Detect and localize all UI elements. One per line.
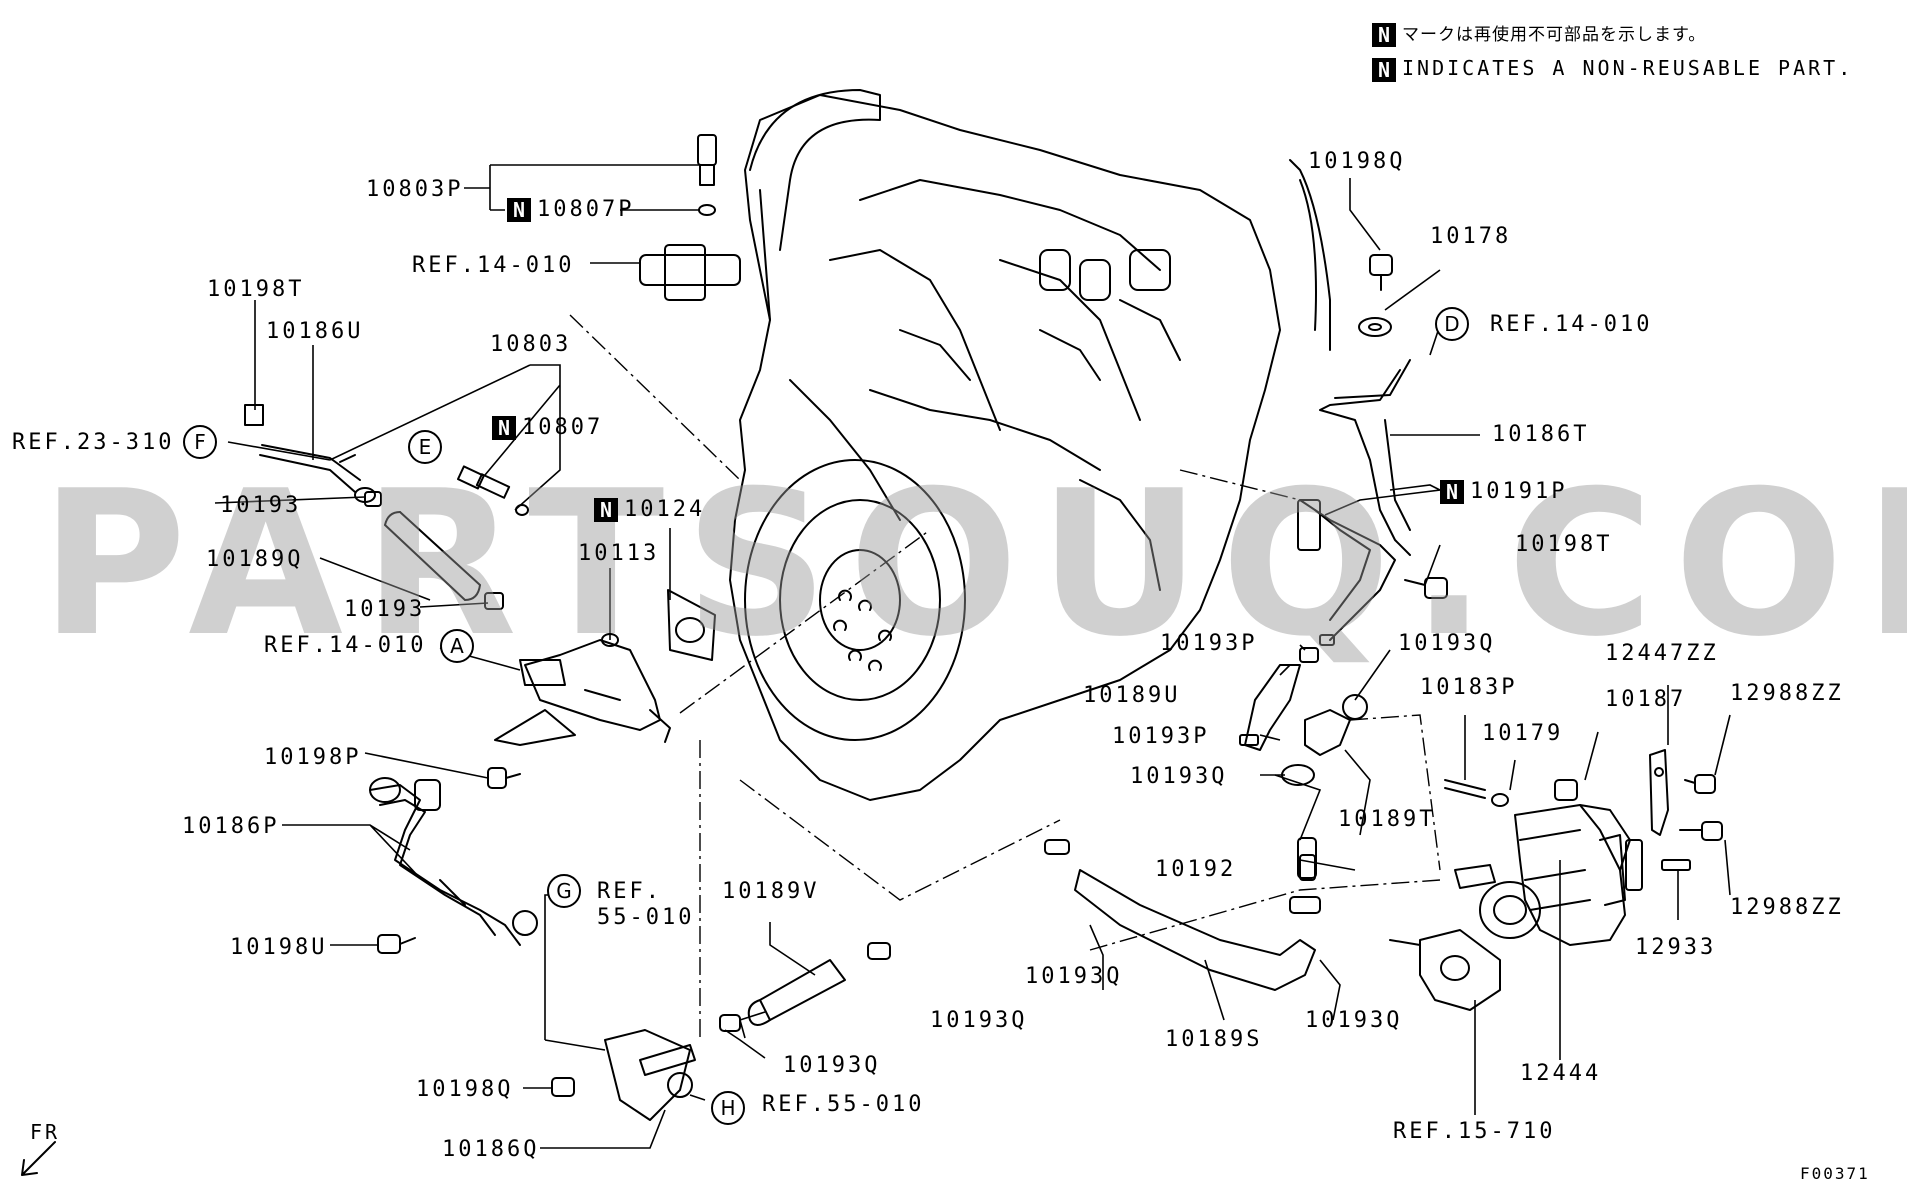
- label-10193q-c[interactable]: 10193Q: [1398, 631, 1496, 656]
- label-10193q-d[interactable]: 10193Q: [1130, 764, 1228, 789]
- label-10803[interactable]: 10803: [490, 332, 572, 357]
- hose-10189s: [1074, 869, 1316, 991]
- label-ref-55-010-g-2[interactable]: 55-010: [597, 905, 695, 930]
- bracket-12447zz: [1649, 749, 1669, 836]
- callout-d[interactable]: D: [1435, 307, 1469, 341]
- bolt-10198q-top: [1358, 254, 1393, 337]
- non-reusable-badge: N: [594, 498, 618, 522]
- pipe-10186t: [1297, 359, 1411, 641]
- label-10198u[interactable]: 10198U: [230, 935, 328, 960]
- bolt-10198p: [487, 767, 521, 789]
- label-12988zz-b[interactable]: 12988ZZ: [1730, 895, 1844, 920]
- label-ref-14-010-d[interactable]: REF.14-010: [1490, 312, 1653, 337]
- label-10189u[interactable]: 10189U: [1083, 683, 1181, 708]
- stud-12933: [1661, 859, 1691, 871]
- callout-h[interactable]: H: [711, 1091, 745, 1125]
- label-10178[interactable]: 10178: [1430, 224, 1512, 249]
- label-10179[interactable]: 10179: [1482, 721, 1564, 746]
- egr-cooler-12444: [1454, 804, 1643, 946]
- label-12933[interactable]: 12933: [1635, 935, 1717, 960]
- bolts-12988zz: [1679, 774, 1723, 841]
- label-10186t[interactable]: 10186T: [1492, 422, 1590, 447]
- label-10198q-left[interactable]: 10198Q: [416, 1077, 514, 1102]
- label-10183p[interactable]: 10183P: [1420, 675, 1518, 700]
- label-ref-55-010-g-1[interactable]: REF.: [597, 879, 662, 904]
- label-10193-a[interactable]: 10193: [220, 493, 302, 518]
- leader-lines: [214, 164, 1731, 1149]
- label-10198t-right[interactable]: 10198T: [1515, 532, 1613, 557]
- pipe-10192: [1297, 837, 1317, 881]
- label-10193q-f[interactable]: 10193Q: [1305, 1008, 1403, 1033]
- hose-10189v: [747, 959, 846, 1026]
- label-10189v[interactable]: 10189V: [722, 879, 820, 904]
- gasket-10124: [667, 589, 716, 661]
- label-10113[interactable]: 10113: [578, 541, 660, 566]
- callout-g[interactable]: G: [547, 874, 581, 908]
- label-10186q[interactable]: 10186Q: [442, 1137, 540, 1162]
- flange-ref-15-710: [1389, 929, 1501, 1011]
- watermark: PARTSOUQ.COM: [40, 448, 1907, 681]
- figure-code: F00371: [1800, 1164, 1870, 1183]
- label-10192[interactable]: 10192: [1155, 857, 1237, 882]
- non-reusable-badge: N: [492, 416, 516, 440]
- label-10198p[interactable]: 10198P: [264, 745, 362, 770]
- non-reusable-badge: N: [1440, 480, 1464, 504]
- label-10189t[interactable]: 10189T: [1338, 807, 1436, 832]
- bolts-right-cluster: [1444, 779, 1578, 807]
- label-10198t-left[interactable]: 10198T: [207, 277, 305, 302]
- label-ref-55-010-h[interactable]: REF.55-010: [762, 1092, 925, 1117]
- label-10193-b[interactable]: 10193: [344, 597, 426, 622]
- fitting-top-ref: [639, 244, 741, 301]
- label-ref-14-010-a[interactable]: REF.14-010: [264, 633, 427, 658]
- pipe-10186p: [369, 777, 538, 946]
- label-10198q-top[interactable]: 10198Q: [1308, 149, 1406, 174]
- label-10193p-a[interactable]: 10193P: [1160, 631, 1258, 656]
- dash-lines: [569, 314, 1441, 1040]
- hose-10189t: [1304, 709, 1351, 756]
- sensor-10803p: [697, 134, 717, 216]
- label-10189q[interactable]: 10189Q: [206, 547, 304, 572]
- bolt-10198t-right: [1404, 577, 1448, 599]
- label-10193q-e[interactable]: 10193Q: [1025, 964, 1123, 989]
- label-ref-23-310[interactable]: REF.23-310: [12, 430, 175, 455]
- legend-jp: N マークは再使用不可部品を示します。: [1372, 20, 1706, 47]
- label-ref-14-010-top[interactable]: REF.14-010: [412, 253, 575, 278]
- label-12988zz-a[interactable]: 12988ZZ: [1730, 681, 1844, 706]
- non-reusable-badge: N: [507, 198, 531, 222]
- front-arrow: [21, 1141, 56, 1176]
- bolt-10198u: [377, 934, 416, 954]
- flywheel: [744, 459, 966, 741]
- housing-base: [494, 709, 576, 746]
- label-12444[interactable]: 12444: [1520, 1061, 1602, 1086]
- label-10193q-b[interactable]: 10193Q: [783, 1053, 881, 1078]
- non-reusable-badge: N: [1372, 22, 1396, 47]
- hose-10189u: [1244, 647, 1319, 751]
- label-10186u[interactable]: 10186U: [266, 319, 364, 344]
- non-reusable-badge: N: [1372, 57, 1396, 82]
- label-10803p[interactable]: 10803P: [366, 177, 464, 202]
- hose-10189q: [384, 511, 481, 601]
- label-10189s[interactable]: 10189S: [1165, 1027, 1263, 1052]
- label-12447zz[interactable]: 12447ZZ: [1605, 641, 1719, 666]
- label-10193p-b[interactable]: 10193P: [1112, 724, 1210, 749]
- label-10186p[interactable]: 10186P: [182, 814, 280, 839]
- front-label: FR: [30, 1120, 61, 1144]
- housing-10186q: [551, 1029, 696, 1121]
- legend-en-text: INDICATES A NON-REUSABLE PART.: [1402, 56, 1854, 80]
- callout-f[interactable]: F: [183, 425, 217, 459]
- label-ref-15-710[interactable]: REF.15-710: [1393, 1119, 1556, 1144]
- callout-a[interactable]: A: [440, 629, 474, 663]
- label-10187[interactable]: 10187: [1605, 687, 1687, 712]
- engine-block: [729, 89, 1331, 801]
- legend-jp-text: マークは再使用不可部品を示します。: [1402, 25, 1707, 45]
- label-10193q-a[interactable]: 10193Q: [930, 1008, 1028, 1033]
- callout-e[interactable]: E: [408, 430, 442, 464]
